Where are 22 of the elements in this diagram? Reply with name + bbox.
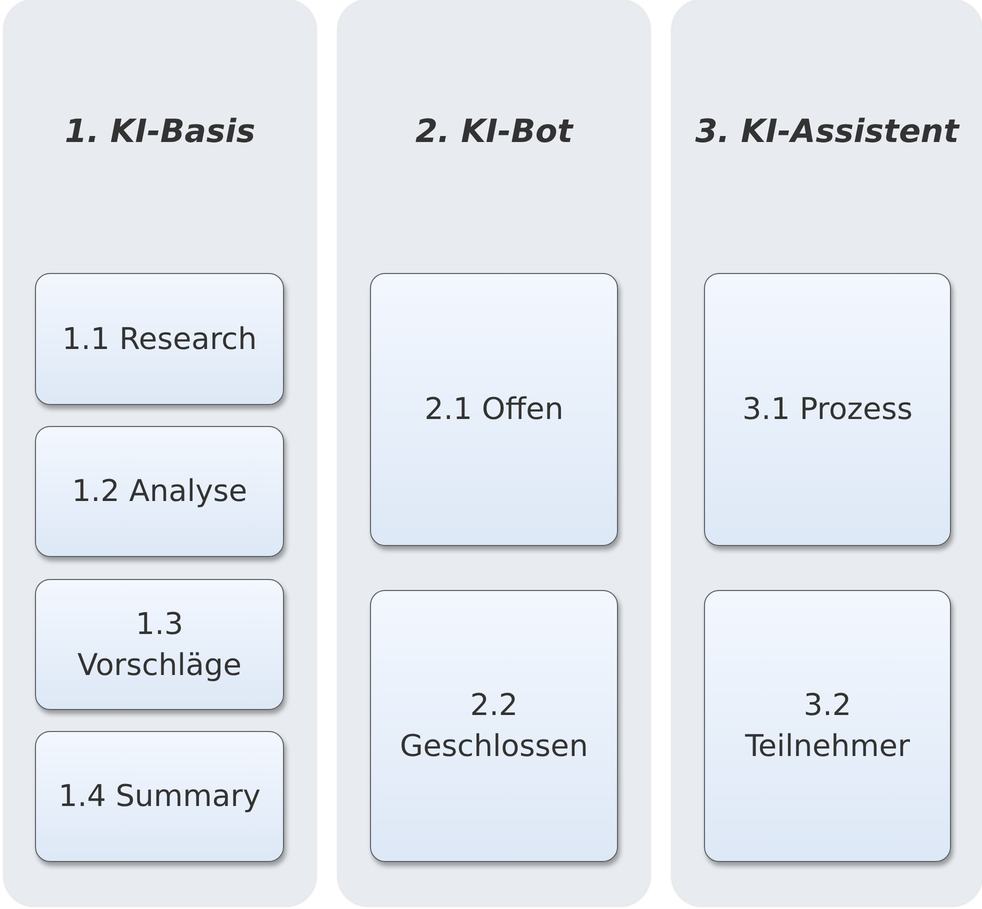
column-heading: 3. KI-Assistent — [695, 112, 959, 150]
box-label: 1.3 Vorschläge — [76, 606, 243, 684]
process-box — [35, 731, 284, 862]
box-label: 2.2 Geschlossen — [398, 687, 590, 766]
box-label: 1.1 Research — [62, 320, 257, 358]
column-panel — [338, 0, 650, 906]
process-box — [704, 590, 951, 862]
box-label: 1.2 Analyse — [72, 473, 248, 511]
process-box — [35, 426, 284, 557]
box-label: 1.4 Summary — [58, 778, 261, 816]
box-label: 3.1 Prozess — [742, 391, 913, 429]
process-box — [370, 273, 618, 546]
column-heading: 1. KI-Basis — [64, 112, 256, 150]
process-box — [704, 273, 951, 546]
process-box — [35, 273, 284, 405]
box-label: 3.2 Teilnehmer — [744, 687, 911, 766]
process-box — [35, 579, 284, 710]
column-heading: 2. KI-Bot — [415, 112, 573, 150]
column-panel — [672, 0, 982, 906]
process-box — [370, 590, 618, 862]
column-panel — [4, 0, 316, 906]
box-label: 2.1 Offen — [424, 391, 564, 429]
